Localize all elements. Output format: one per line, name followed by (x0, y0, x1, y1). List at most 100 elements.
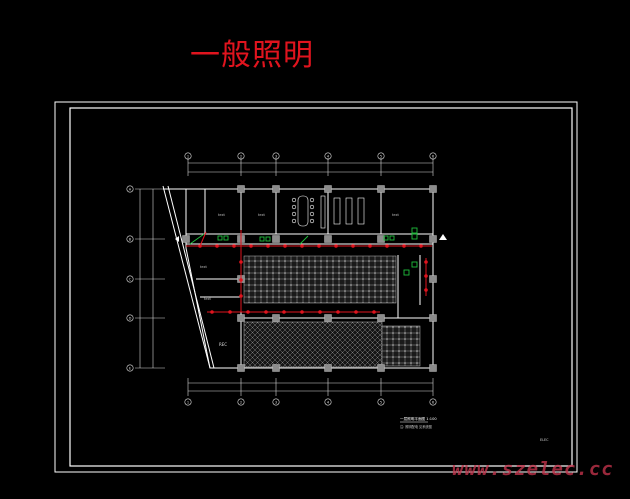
column-14 (324, 314, 332, 322)
svg-text:2: 2 (240, 400, 242, 404)
grid-bubble-left-E: E (126, 364, 134, 372)
light-fixture-15 (228, 310, 232, 314)
column-13 (272, 314, 280, 322)
hatch-zone-south (243, 321, 383, 368)
light-fixture-14 (210, 310, 214, 314)
light-fixture-0 (198, 244, 202, 248)
hatch-zone-east (381, 325, 421, 367)
section-marker-east (439, 234, 447, 240)
light-fixture-13 (419, 244, 423, 248)
grid-bubble-top-6: 6 (429, 152, 437, 160)
light-fixture-9 (351, 244, 355, 248)
light-fixture-4 (266, 244, 270, 248)
column-18 (272, 364, 280, 372)
light-fixture-28 (239, 278, 243, 282)
grid-bubble-bottom-4: 4 (324, 398, 332, 406)
column-1 (272, 185, 280, 193)
grid-bubble-top-4: 4 (324, 152, 332, 160)
svg-text:5: 5 (380, 154, 382, 158)
svg-text:text: text (218, 213, 226, 217)
svg-text:5: 5 (380, 400, 382, 404)
grid-bubble-left-B: B (126, 235, 134, 243)
column-7 (324, 235, 332, 243)
hatch-zone-north (243, 255, 397, 304)
structural-columns (182, 185, 437, 372)
column-11 (429, 275, 437, 283)
light-fixture-29 (239, 294, 243, 298)
svg-text:2: 2 (240, 154, 242, 158)
svg-text:D: D (129, 316, 132, 320)
light-fixture-7 (317, 244, 321, 248)
outer-frame (54, 101, 578, 473)
inner-frame (69, 107, 573, 467)
column-9 (429, 235, 437, 243)
grid-bubble-top-3: 3 (272, 152, 280, 160)
svg-text:B: B (129, 237, 132, 241)
light-fixture-26 (424, 288, 428, 292)
svg-text:1: 1 (187, 154, 189, 158)
grid-bubble-bottom-3: 3 (272, 398, 280, 406)
column-3 (377, 185, 385, 193)
column-19 (324, 364, 332, 372)
bottom-dimension (187, 378, 434, 396)
light-fixture-18 (282, 310, 286, 314)
svg-text:4: 4 (327, 400, 330, 404)
section-marker-west (175, 236, 179, 242)
svg-text:3: 3 (275, 400, 277, 404)
light-fixture-17 (264, 310, 268, 314)
grid-bubble-left-C: C (126, 275, 134, 283)
light-fixture-21 (336, 310, 340, 314)
svg-text:3: 3 (275, 154, 277, 158)
light-fixtures (198, 244, 428, 314)
legend-note: 注: 照明配电 见系统图 (400, 424, 432, 429)
light-fixture-22 (354, 310, 358, 314)
svg-text:text: text (392, 213, 400, 217)
svg-text:text: text (258, 213, 266, 217)
svg-text:text: text (204, 297, 212, 301)
svg-text:E: E (129, 366, 132, 370)
column-12 (237, 314, 245, 322)
light-fixture-24 (424, 260, 428, 264)
light-fixture-3 (249, 244, 253, 248)
column-20 (377, 364, 385, 372)
svg-text:text: text (200, 265, 208, 269)
grid-bubbles-left: A B C D E (126, 185, 134, 372)
column-8 (377, 235, 385, 243)
light-fixture-20 (318, 310, 322, 314)
watermark-text: www.szelec.cc (452, 458, 614, 480)
grid-bubble-left-D: D (126, 314, 134, 322)
room-label-rec: REC (219, 342, 227, 347)
svg-text:C: C (129, 277, 132, 281)
top-dimension (187, 158, 434, 176)
column-2 (324, 185, 332, 193)
svg-text:6: 6 (432, 154, 435, 158)
column-21 (429, 364, 437, 372)
column-17 (237, 364, 245, 372)
svg-text:1: 1 (187, 400, 189, 404)
column-15 (377, 314, 385, 322)
light-fixture-19 (300, 310, 304, 314)
grid-bubble-top-5: 5 (377, 152, 385, 160)
grid-bubble-bottom-1: 1 (184, 398, 192, 406)
grid-bubble-top-2: 2 (237, 152, 245, 160)
column-0 (237, 185, 245, 193)
column-22 (182, 235, 190, 243)
light-fixture-1 (215, 244, 219, 248)
grid-bubble-top-1: 1 (184, 152, 192, 160)
light-fixture-12 (402, 244, 406, 248)
light-fixture-6 (300, 244, 304, 248)
conference-furniture (291, 195, 365, 229)
light-fixture-27 (239, 260, 243, 264)
svg-text:A: A (129, 187, 132, 191)
legend-title: 一层照明平面图 1:100 (400, 416, 437, 421)
drawing-title: 一般照明 (190, 38, 314, 73)
light-fixture-10 (368, 244, 372, 248)
light-fixture-11 (385, 244, 389, 248)
svg-text:4: 4 (327, 154, 330, 158)
grid-bubble-bottom-2: 2 (237, 398, 245, 406)
light-fixture-23 (372, 310, 376, 314)
grid-bubbles-top: 1 2 3 4 5 6 (184, 152, 437, 160)
room-tags: text text text text text (200, 213, 400, 301)
